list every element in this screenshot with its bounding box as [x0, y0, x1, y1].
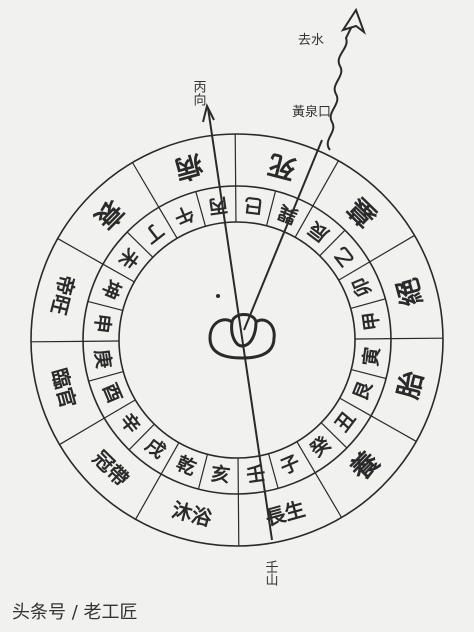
inner-ring-divider: [158, 207, 178, 239]
inner-ring-char: 丙: [207, 193, 229, 217]
sitting-label: 壬山: [263, 560, 279, 586]
inner-ring-char: 坤: [97, 276, 125, 302]
inner-ring-divider: [104, 399, 136, 419]
inner-ring-divider: [160, 442, 180, 475]
outer-ring-stage: 帝旺: [46, 273, 79, 318]
inner-ring-divider: [351, 368, 387, 380]
outer-ring-stage: 墓: [342, 190, 384, 232]
inner-ring-characters: 丙午丁未坤申庚酉辛戌乾亥壬子癸丑艮寅甲卯乙辰巽巳: [90, 193, 384, 487]
outer-ring-divider: [59, 417, 105, 446]
outer-ring-circle: [30, 133, 444, 547]
inner-ring-divider: [319, 229, 346, 257]
facing-axis-arrowhead: [202, 103, 215, 123]
inner-ring-divider: [128, 423, 155, 451]
inner-ring-divider: [126, 231, 154, 258]
inner-ring-divider: [102, 263, 135, 283]
inner-ring-divider: [88, 370, 124, 382]
inner-ring-char: 寅: [359, 346, 384, 368]
inner-ring-char: 午: [171, 201, 197, 230]
outer-ring-stage: 臨官: [47, 366, 81, 411]
inner-ring-char: 乙: [330, 242, 359, 271]
inner-ring-divider: [296, 441, 316, 473]
center-dot: [216, 294, 220, 298]
inner-ring-char: 辛: [115, 409, 145, 438]
outer-ring-stage: 衰: [87, 193, 129, 235]
inner-ring-divider: [350, 298, 386, 310]
inner-ring-divider: [338, 261, 370, 281]
inner-ring-char: 甲: [359, 310, 383, 332]
inner-ring-char: 亥: [210, 462, 232, 487]
inner-ring-circle: [118, 221, 356, 459]
inner-ring-divider: [197, 454, 209, 490]
outer-ring-stage: 病: [172, 148, 206, 185]
outer-ring-divider: [314, 472, 343, 518]
outer-ring-divider: [370, 415, 417, 442]
inner-ring-char: 乾: [173, 451, 199, 479]
inner-ring-divider: [265, 190, 277, 226]
outer-ring-divider: [131, 162, 160, 208]
water-flow-arrow: [326, 25, 353, 151]
center-cloud-icon: [208, 313, 276, 360]
outer-ring-stage: 死: [265, 147, 299, 184]
outer-ring-divider: [135, 473, 162, 520]
inner-ring-divider: [195, 191, 207, 227]
inner-ring-char: 申: [90, 313, 115, 335]
inner-ring-char: 巳: [243, 193, 265, 217]
inner-ring-divider: [87, 300, 123, 312]
huangquan-line: [243, 139, 323, 331]
facing-label: 丙向: [191, 80, 207, 106]
water-flow-arrowhead: [340, 7, 367, 35]
outer-ring-divider: [369, 234, 415, 263]
inner-ring-char: 子: [277, 451, 303, 479]
outer-ring-stage: 沐浴: [170, 498, 216, 532]
huangquan-label: 黃泉口: [292, 104, 331, 120]
outer-ring-stage: 胎: [393, 368, 430, 402]
outer-ring-divider: [57, 238, 104, 265]
inner-ring-char: 丁: [139, 218, 168, 247]
inner-ring-char: 庚: [90, 348, 115, 370]
outer-ring-stage: 冠帶: [88, 446, 133, 491]
inner-ring-char: 艮: [349, 377, 377, 404]
inner-ring-char: 辰: [304, 216, 333, 246]
outflow-label: 去水: [298, 33, 324, 48]
inner-ring-char: 酉: [98, 380, 126, 406]
middle-ring-circle: [82, 185, 392, 495]
inner-ring-divider: [320, 422, 348, 449]
inner-ring-char: 未: [114, 243, 144, 273]
inner-ring-divider: [267, 453, 279, 489]
inner-ring-char: 卯: [348, 274, 376, 300]
inner-ring-divider: [339, 397, 372, 417]
outer-ring-stage: 養: [343, 444, 386, 487]
inner-ring-divider: [294, 205, 314, 238]
outer-ring-stage: 絕: [392, 275, 429, 309]
inner-ring-char: 戌: [141, 434, 169, 463]
inner-ring-char: 丑: [331, 408, 360, 436]
watermark: 头条号 / 老工匠: [12, 602, 138, 623]
inner-ring-char: 癸: [305, 431, 336, 462]
compass-rings: [30, 133, 444, 547]
outer-ring-divider: [312, 160, 339, 207]
facing-axis-line: [207, 107, 273, 541]
